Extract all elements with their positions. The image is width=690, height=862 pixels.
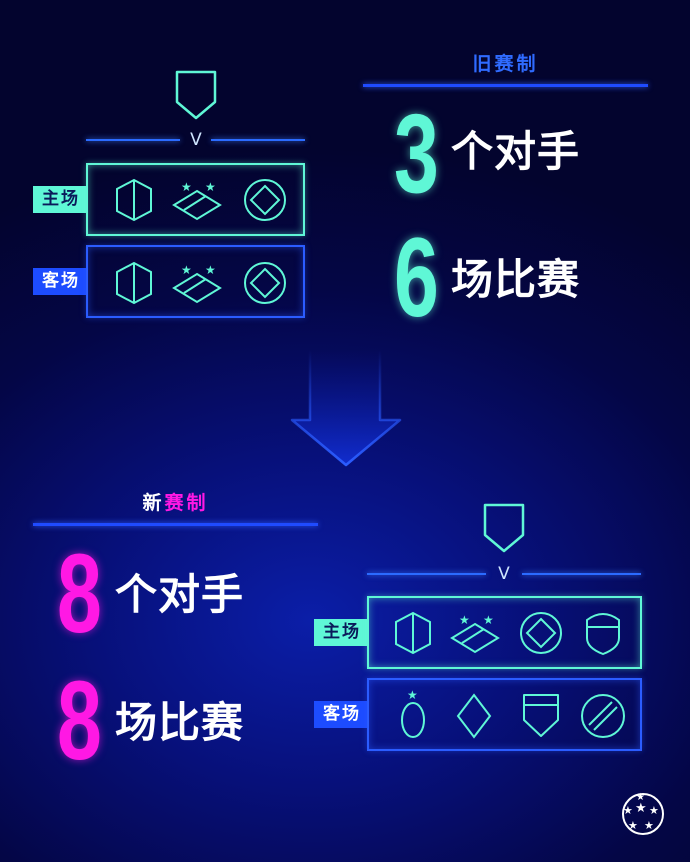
vs-divider-left xyxy=(86,139,180,141)
new-format-title-prefix: 新 xyxy=(142,492,165,514)
arrow-down-icon xyxy=(290,350,402,467)
svg-text:★: ★ xyxy=(205,263,216,277)
svg-text:★: ★ xyxy=(459,613,470,627)
svg-text:★: ★ xyxy=(483,613,494,627)
svg-text:★: ★ xyxy=(205,180,216,194)
svg-text:★: ★ xyxy=(407,688,418,702)
circle-diamond-badge-icon xyxy=(244,179,286,221)
old-matches-number: 6 xyxy=(394,215,439,340)
away-opponents-box: ★ ★ xyxy=(86,245,305,318)
hexagon-badge-icon xyxy=(116,261,152,305)
vs-divider-left xyxy=(367,573,486,575)
circle-diamond-badge-icon xyxy=(244,262,286,304)
svg-text:★: ★ xyxy=(623,804,633,817)
svg-text:★: ★ xyxy=(644,819,654,832)
shield-badge-icon xyxy=(586,613,620,656)
new-format-title: 新赛制 xyxy=(33,488,318,515)
away-tag: 客场 xyxy=(33,268,87,295)
striped-circle-badge-icon xyxy=(581,694,625,738)
starball-logo-icon: ★ ★ ★ ★ ★ ★ xyxy=(622,792,664,835)
vs-label: V xyxy=(190,130,202,150)
team-shield-icon xyxy=(175,70,217,120)
svg-text:★: ★ xyxy=(649,804,659,817)
vs-label: V xyxy=(498,564,510,584)
vs-divider-right xyxy=(522,573,641,575)
hexagon-badge-icon xyxy=(116,178,152,222)
new-format-rule xyxy=(33,523,318,526)
svg-text:★: ★ xyxy=(636,792,645,803)
away-opponents-box: ★ xyxy=(367,678,642,751)
old-format-title: 旧赛制 xyxy=(472,53,539,75)
new-format-title-suffix: 赛制 xyxy=(164,492,209,514)
star-diamond-badge-icon: ★ ★ xyxy=(172,180,222,221)
new-matches-label: 场比赛 xyxy=(115,698,245,747)
home-opponents-box: ★ ★ xyxy=(86,163,305,236)
home-tag: 主场 xyxy=(314,619,368,646)
svg-text:★: ★ xyxy=(628,819,638,832)
svg-text:★: ★ xyxy=(635,801,647,816)
oval-star-badge-icon: ★ xyxy=(401,688,425,738)
hexagon-badge-icon xyxy=(395,611,431,655)
old-opponents-number: 3 xyxy=(394,91,439,216)
away-tag: 客场 xyxy=(314,701,368,728)
home-tag: 主场 xyxy=(33,186,87,213)
new-opponents-number: 8 xyxy=(57,531,102,656)
old-matches-label: 场比赛 xyxy=(451,255,581,304)
team-shield-icon xyxy=(483,503,525,553)
vs-divider-right xyxy=(211,139,305,141)
svg-text:★: ★ xyxy=(181,263,192,277)
star-diamond-badge-icon: ★ ★ xyxy=(172,263,222,304)
pocket-shield-badge-icon xyxy=(523,694,559,737)
svg-text:★: ★ xyxy=(181,180,192,194)
diamond-badge-icon xyxy=(456,693,492,739)
star-diamond-badge-icon: ★ ★ xyxy=(450,613,500,654)
old-format-rule xyxy=(363,84,648,87)
home-opponents-box: ★ ★ xyxy=(367,596,642,669)
new-opponents-label: 个对手 xyxy=(115,570,245,619)
old-opponents-label: 个对手 xyxy=(451,127,581,176)
new-matches-number: 8 xyxy=(57,658,102,783)
circle-diamond-badge-icon xyxy=(520,612,562,654)
